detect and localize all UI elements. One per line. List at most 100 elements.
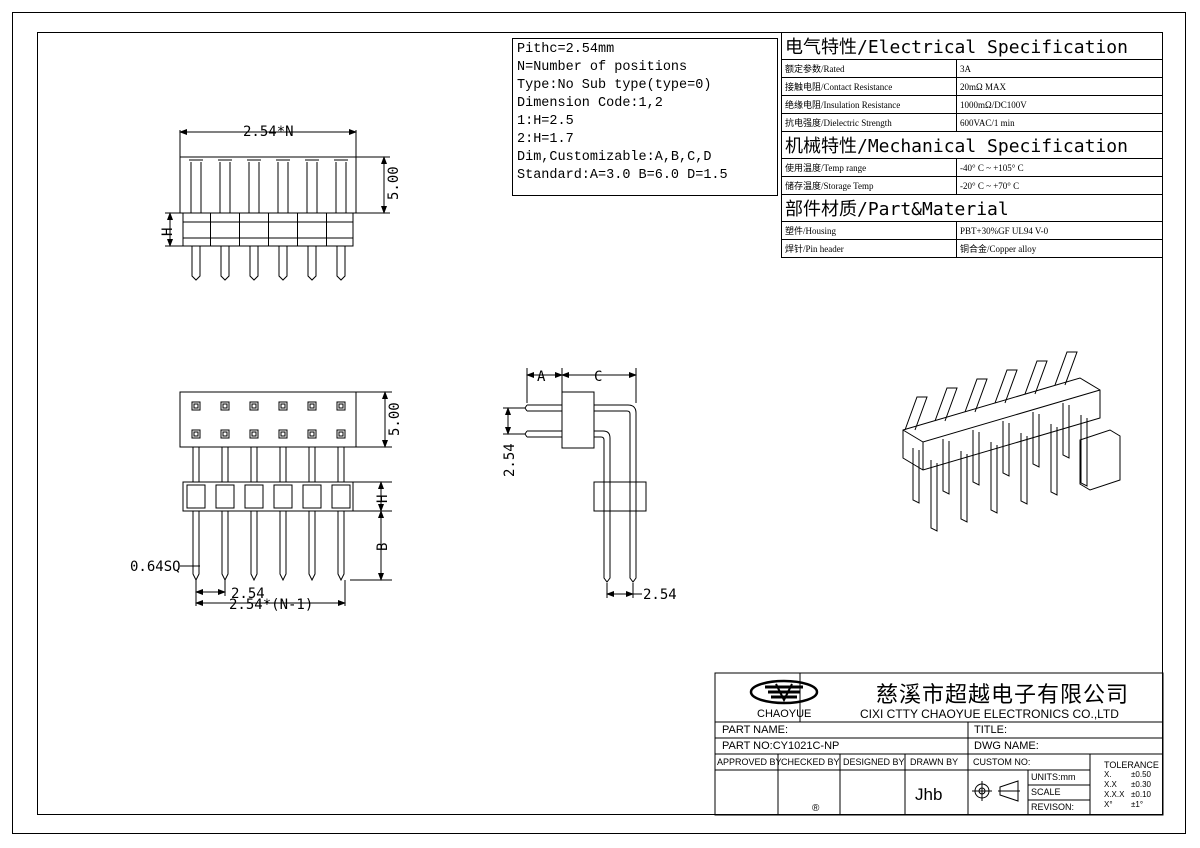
iso-pin-top — [1054, 351, 1078, 386]
top-view — [165, 129, 390, 281]
spec-value: 铜合金/Copper alloy — [956, 239, 1163, 258]
pin-square — [220, 429, 230, 439]
top-pin-lower — [249, 246, 259, 281]
iso-pin-top — [904, 396, 928, 431]
tolerance-key: X° — [1104, 800, 1113, 809]
front-pin-upper — [337, 447, 345, 482]
tolerance-key: X.X.X — [1104, 790, 1125, 799]
pin-square — [336, 429, 346, 439]
pin-square — [336, 401, 346, 411]
front-pin-lower — [279, 511, 287, 582]
iso-pin-bottom — [1080, 415, 1088, 487]
iso-housing-side — [1079, 429, 1121, 491]
tolerance-value: ±0.30 — [1131, 780, 1151, 789]
iso-pin-bottom — [1020, 433, 1028, 505]
top-housing-upper — [179, 156, 357, 214]
dim-pin-square: 0.64SQ — [130, 559, 181, 575]
iso-pin-bottom — [930, 460, 938, 532]
mechanical-spec-title: 机械特性/Mechanical Specification — [781, 131, 1163, 159]
top-pin-upper — [334, 159, 348, 213]
front-pin-collar — [215, 484, 235, 509]
tolerance-value: ±0.10 — [1131, 790, 1151, 799]
tolerance-value: ±0.50 — [1131, 770, 1151, 779]
tolerance-key: X.X — [1104, 780, 1117, 789]
pin-square — [220, 401, 230, 411]
pin-square-inner — [280, 431, 286, 437]
dwg-name-label: DWG NAME: — [974, 740, 1039, 752]
dim-total-length: 2.54*(N-1) — [229, 597, 313, 613]
drawn-by-label: DRAWN BY — [910, 757, 959, 767]
front-pin-lower — [308, 511, 316, 582]
units-label: UNITS:mm — [1031, 772, 1076, 782]
drawing-outer-border — [12, 12, 1186, 834]
chaoyue-logo — [749, 679, 819, 705]
top-pin-lower — [307, 246, 317, 281]
param-line: 1:H=2.5 — [517, 114, 574, 129]
title-block-frame — [714, 672, 1164, 816]
front-housing-upper — [179, 391, 357, 448]
param-line: Pithc=2.54mm — [517, 42, 615, 57]
param-line: 2:H=1.7 — [517, 132, 574, 147]
dim-top-height: 5.00 — [386, 166, 402, 200]
iso-pin-top — [994, 369, 1018, 404]
top-pin-lower — [220, 246, 230, 281]
iso-pin-top — [964, 378, 988, 413]
front-pin-upper — [250, 447, 258, 482]
pin-square-inner — [222, 403, 228, 409]
front-pin-collar — [244, 484, 264, 509]
front-pin-upper — [221, 447, 229, 482]
front-housing-lower — [182, 481, 354, 512]
param-line: Type:No Sub type(type=0) — [517, 78, 712, 93]
dim-top-h: H — [160, 228, 176, 236]
projection-symbol-icon — [972, 780, 1020, 802]
iso-pin-bottom — [1032, 412, 1040, 468]
param-line: Dimension Code:1,2 — [517, 96, 663, 111]
tolerance-value: ±1° — [1131, 800, 1144, 809]
isometric-view — [902, 351, 1121, 532]
iso-pin-bottom — [972, 430, 980, 486]
part-name-label: PART NAME: — [722, 724, 789, 736]
dim-side-pitch: 2.54 — [643, 587, 677, 603]
part-number: PART NO:CY1021C-NP — [722, 740, 840, 752]
param-line: Standard:A=3.0 B=6.0 D=1.5 — [517, 168, 728, 183]
pin-square — [191, 401, 201, 411]
iso-pin-bottom — [1062, 403, 1070, 459]
pin-square-inner — [309, 431, 315, 437]
specification-table: 电气特性/Electrical Specification 额定参数/Rated… — [781, 32, 1163, 258]
pin-square — [249, 429, 259, 439]
dim-front-h: H — [375, 495, 391, 503]
front-pin-upper — [192, 447, 200, 482]
top-pin-upper — [247, 159, 261, 213]
iso-pin-bottom — [960, 451, 968, 523]
iso-pin-bottom — [990, 442, 998, 514]
iso-housing — [902, 377, 1101, 471]
pin-square — [278, 429, 288, 439]
top-pin-upper — [305, 159, 319, 213]
revision-label: REVISON: — [1031, 802, 1075, 812]
front-pin-upper — [279, 447, 287, 482]
pin-square-inner — [280, 403, 286, 409]
dim-side-vertical: 2.54 — [502, 443, 518, 477]
top-pin-lower — [278, 246, 288, 281]
dim-side-a: A — [537, 369, 546, 385]
logo-text: CHAOYUE — [757, 708, 812, 720]
top-pin-upper — [276, 159, 290, 213]
tolerance-title: TOLERANCE — [1104, 760, 1159, 770]
front-pin-lower — [250, 511, 258, 582]
dim-top-width: 2.54*N — [243, 124, 294, 140]
front-pin-collar — [331, 484, 351, 509]
pin-square-inner — [193, 431, 199, 437]
top-pin-upper — [189, 159, 203, 213]
front-pin-lower — [337, 511, 345, 582]
dim-side-c: C — [594, 369, 602, 385]
approved-by-label: APPROVED BY — [717, 757, 782, 767]
drawn-by-name: Jhb — [915, 785, 943, 804]
pin-square-inner — [338, 431, 344, 437]
pin-square-inner — [193, 403, 199, 409]
pin-square — [249, 401, 259, 411]
logo-mark: ® — [812, 803, 820, 814]
top-pins — [189, 159, 348, 281]
iso-pin-bottom — [942, 439, 950, 495]
pin-square — [307, 429, 317, 439]
tolerance-key: X. — [1104, 770, 1112, 779]
